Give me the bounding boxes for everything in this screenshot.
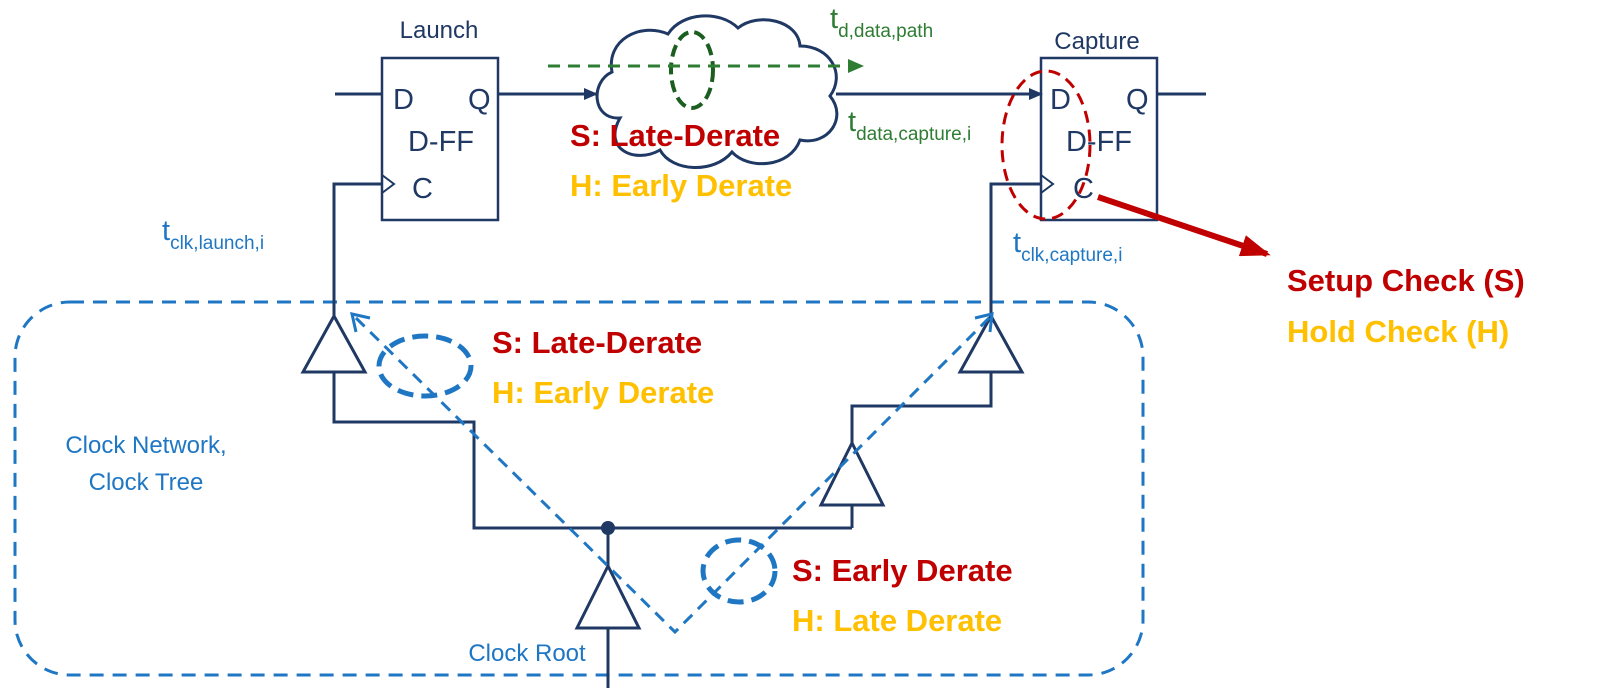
legend-hold-check: Hold Check (H)	[1287, 314, 1509, 349]
clock-network-boundary	[13, 300, 1145, 677]
launch-flipflop	[380, 56, 500, 222]
left-branch-wire	[332, 372, 852, 530]
clock-junction-dot	[601, 521, 615, 535]
launch-d-pin: D	[393, 84, 414, 116]
capture-flipflop	[1039, 56, 1159, 222]
capture-check-highlight	[1000, 69, 1092, 221]
data-path-derate-marker	[669, 30, 715, 110]
common-branch-hold-derate: H: Late Derate	[792, 603, 1002, 638]
capture-q-pin: Q	[1126, 84, 1149, 116]
capture-clock-pin-icon	[1040, 174, 1055, 194]
capture-ff-name: D-FF	[1066, 126, 1132, 158]
t-data-path-label: td,data,path	[830, 3, 933, 42]
right-clock-buffer	[818, 439, 886, 507]
data-path-hold-derate: H: Early Derate	[570, 168, 792, 203]
t-clk-capture-label: tclk,capture,i	[1013, 227, 1122, 266]
t-data-capture-label: tdata,capture,i	[848, 106, 971, 145]
launch-c-pin: C	[412, 173, 433, 205]
t-clk-launch-label: tclk,launch,i	[162, 215, 264, 254]
data-path-setup-derate: S: Late-Derate	[570, 118, 780, 153]
launch-clock-buffer	[300, 312, 368, 374]
launch-clock-pin-icon	[381, 174, 396, 194]
launch-clock-wire	[332, 182, 382, 316]
setup-check-pointer-arrow	[1097, 194, 1271, 257]
clock-network-label-line1: Clock Network,	[65, 432, 226, 459]
launch-branch-derate-marker	[376, 333, 474, 399]
root-clock-buffer	[574, 562, 642, 630]
common-branch-derate-marker	[700, 537, 778, 605]
legend-setup-check: Setup Check (S)	[1287, 263, 1525, 298]
capture-c-pin: C	[1073, 173, 1094, 205]
clock-root-label: Clock Root	[468, 640, 586, 667]
launch-branch-hold-derate: H: Early Derate	[492, 375, 714, 410]
combinational-logic-cloud	[595, 14, 839, 169]
capture-title: Capture	[1054, 28, 1139, 55]
capture-clock-wire	[989, 182, 1041, 316]
launch-q-pin: Q	[468, 84, 491, 116]
common-branch-setup-derate: S: Early Derate	[792, 553, 1013, 588]
clock-path-arrowhead-right	[974, 312, 994, 333]
capture-d-pin: D	[1050, 84, 1071, 116]
clock-network-label-line2: Clock Tree	[89, 469, 204, 496]
launch-ff-name: D-FF	[408, 126, 474, 158]
clock-path-timing-line	[354, 314, 993, 635]
right-upper-wire	[850, 372, 993, 443]
launch-branch-setup-derate: S: Late-Derate	[492, 325, 702, 360]
launch-title: Launch	[400, 17, 479, 44]
capture-clock-buffer	[957, 312, 1025, 374]
clock-path-arrowhead-left	[350, 312, 371, 333]
